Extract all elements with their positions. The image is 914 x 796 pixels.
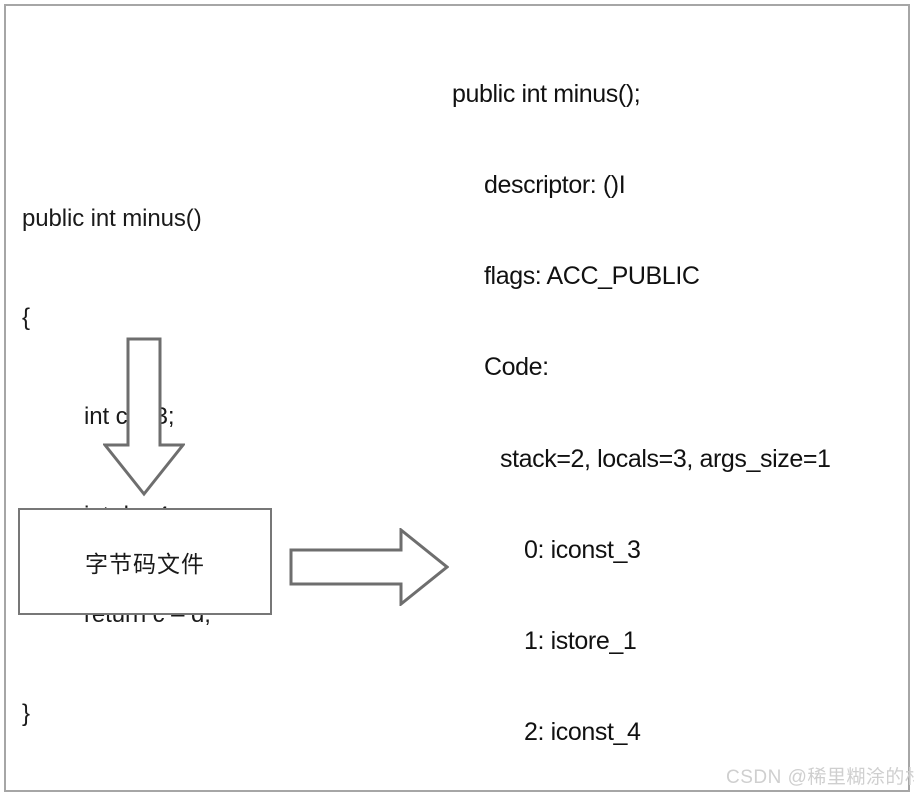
bytecode-file-box: 字节码文件	[18, 508, 272, 615]
javap-output-text: public int minus(); descriptor: ()I flag…	[452, 18, 904, 796]
javap-line: 1: istore_1	[524, 627, 637, 656]
source-line: public int minus()	[22, 205, 202, 232]
right-arrow-icon	[289, 526, 450, 608]
javap-line: flags: ACC_PUBLIC	[484, 262, 700, 291]
source-line: {	[22, 304, 30, 331]
javap-line: Code:	[484, 353, 549, 382]
down-arrow-icon	[101, 337, 187, 497]
javap-line: 2: iconst_4	[524, 718, 641, 747]
javap-line: descriptor: ()I	[484, 171, 626, 200]
source-line: }	[22, 700, 30, 727]
javap-line: stack=2, locals=3, args_size=1	[500, 444, 831, 473]
javap-line: public int minus();	[452, 79, 641, 108]
bytecode-file-label: 字节码文件	[85, 550, 205, 577]
javap-line: 0: iconst_3	[524, 535, 641, 564]
